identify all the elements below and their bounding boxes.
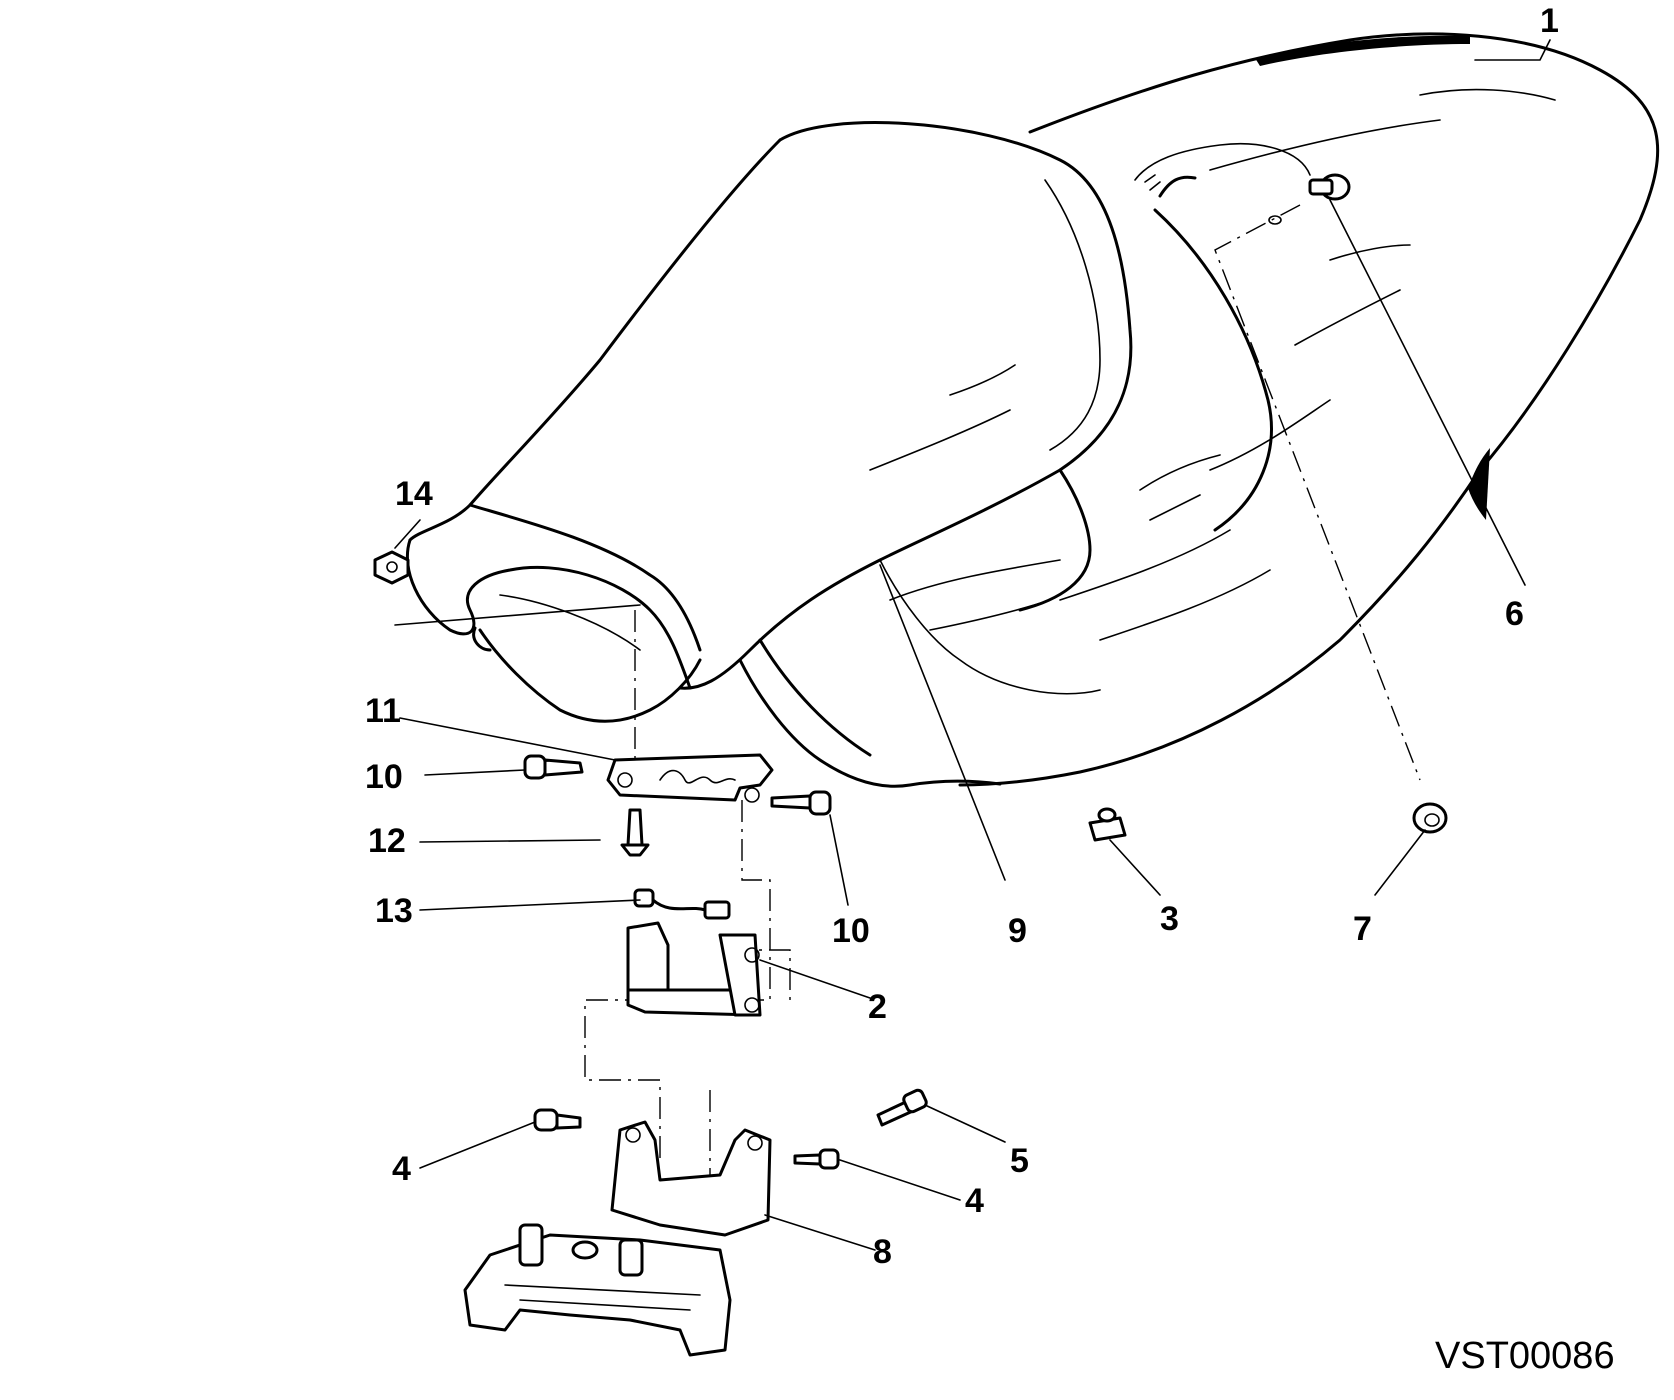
bolt-icon <box>533 1108 559 1132</box>
callout-4-left: 4 <box>392 1150 411 1188</box>
callout-10-right: 10 <box>832 912 870 950</box>
seat-side-shade <box>1468 448 1490 520</box>
assembly-lines <box>394 204 1421 1180</box>
callout-12: 12 <box>368 822 406 860</box>
callout-6: 6 <box>1505 595 1524 633</box>
drawing-code: VST00086 <box>1435 1335 1615 1377</box>
callout-9: 9 <box>1008 912 1027 950</box>
nut-icon <box>373 550 410 585</box>
bolt-icon <box>808 790 832 816</box>
seat-assembly <box>405 32 1660 788</box>
bolt-icon <box>523 754 547 780</box>
callout-5: 5 <box>1010 1142 1029 1180</box>
leader-lines <box>394 39 1551 1251</box>
seat-latch-knob <box>1268 173 1351 225</box>
screw-icon <box>626 808 644 847</box>
bolt-icon <box>818 1148 840 1170</box>
callout-4-right: 4 <box>965 1182 984 1220</box>
seat-ridge <box>1255 35 1470 66</box>
switch-icon <box>633 888 655 908</box>
callout-8: 8 <box>873 1233 892 1271</box>
callout-7: 7 <box>1353 910 1372 948</box>
callout-10-left: 10 <box>365 758 403 796</box>
callout-3: 3 <box>1160 900 1179 938</box>
callout-1: 1 <box>1540 2 1559 40</box>
callout-13: 13 <box>375 892 413 930</box>
lower-bracket-icon <box>610 1120 772 1237</box>
hardware-parts <box>373 550 1448 1357</box>
callout-14: 14 <box>395 475 433 513</box>
bracket-icon <box>606 753 774 802</box>
callout-2: 2 <box>868 988 887 1026</box>
callout-11: 11 <box>365 692 401 730</box>
callouts: 1 14 6 11 10 12 13 10 9 3 7 2 4 5 4 8 <box>365 2 1559 1271</box>
grommet-icon <box>1412 802 1448 834</box>
